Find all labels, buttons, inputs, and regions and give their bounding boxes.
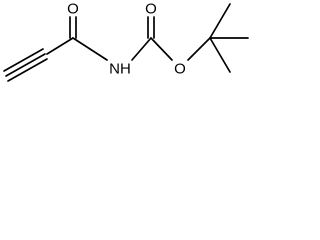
left-carbonyl-oxygen-label: O xyxy=(67,1,79,18)
amide-nitrogen-label: NH xyxy=(109,61,131,78)
tert-butyl-methyl-bottom-bond xyxy=(209,37,231,73)
left-carbonyl-to-nitrogen-bond xyxy=(72,37,108,61)
alkyne-triple-bond-line-2 xyxy=(5,53,46,77)
alkyne-triple-bond-line-3 xyxy=(7,58,48,82)
carbonyl-to-ester-oxygen-bond xyxy=(150,37,173,61)
ester-oxygen-label: O xyxy=(174,61,186,78)
ester-oxygen-to-tert-butyl-bond xyxy=(187,37,211,61)
nitrogen-to-right-carbonyl-bond xyxy=(131,37,152,61)
alkyne-triple-bond-line-1 xyxy=(3,48,44,72)
tert-butyl-methyl-top-bond xyxy=(209,3,231,39)
chemical-structure-diagram: O NH O O xyxy=(3,1,249,82)
alkyne-to-carbonyl-bond xyxy=(46,37,74,55)
right-carbonyl-oxygen-label: O xyxy=(145,1,157,18)
